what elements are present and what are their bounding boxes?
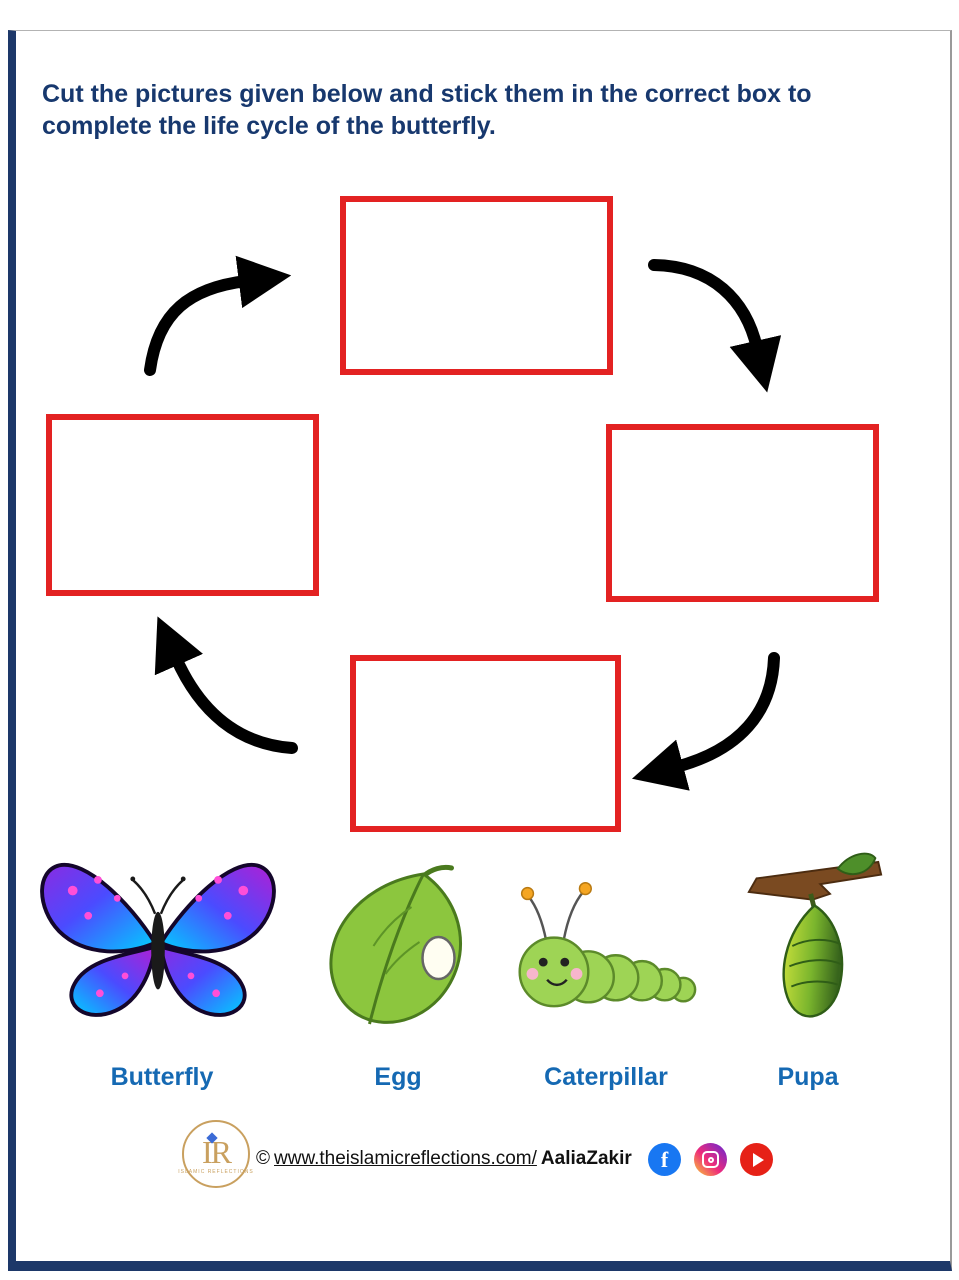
islamic-reflections-logo: IR ISLAMIC REFLECTIONS [178, 1120, 253, 1188]
facebook-glyph: f [660, 1146, 669, 1172]
play-icon [752, 1152, 764, 1167]
facebook-icon[interactable]: f [648, 1143, 681, 1176]
butterfly-illustration [32, 845, 284, 1035]
page-border-frame [8, 30, 952, 1271]
egg-on-leaf-illustration [310, 862, 488, 1042]
camera-icon [702, 1151, 719, 1168]
youtube-icon[interactable] [740, 1143, 773, 1176]
cycle-box-left [46, 414, 319, 596]
cycle-box-right [606, 424, 879, 602]
pupa-label: Pupa [777, 1063, 839, 1091]
copyright-line: © www.theislamicreflections.com/ AaliaZa… [256, 1148, 632, 1170]
logo-monogram: IR [202, 1133, 232, 1170]
cycle-box-bottom [350, 655, 621, 832]
caterpillar-illustration [505, 862, 701, 1024]
pupa-on-branch-illustration [745, 848, 885, 1044]
website-link[interactable]: www.theislamicreflections.com/ [274, 1148, 537, 1169]
butterfly-label: Butterfly [110, 1063, 214, 1091]
social-icons: f [648, 1143, 773, 1176]
logo-caption: ISLAMIC REFLECTIONS [178, 1168, 254, 1175]
cycle-box-top [340, 196, 613, 375]
instagram-icon[interactable] [694, 1143, 727, 1176]
instruction-text: Cut the pictures given below and stick t… [42, 80, 812, 140]
egg-label: Egg [374, 1063, 422, 1091]
author-name: AaliaZakir [540, 1148, 632, 1169]
copyright-symbol: © [256, 1148, 270, 1169]
caterpillar-label: Caterpillar [544, 1063, 668, 1091]
